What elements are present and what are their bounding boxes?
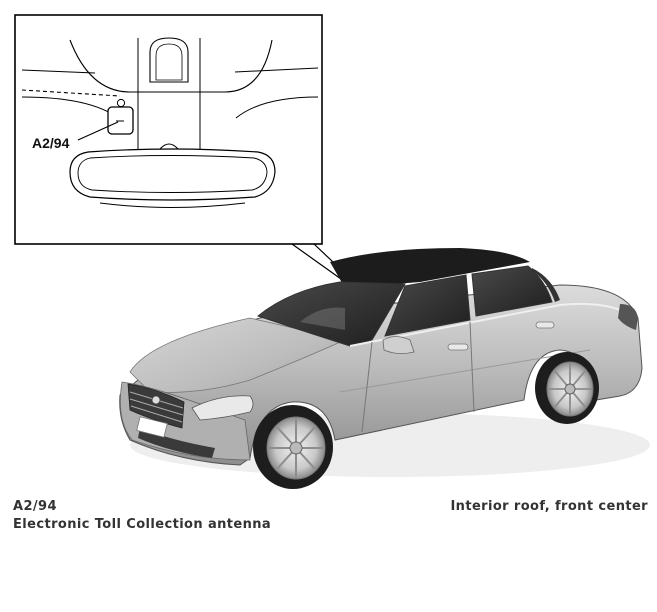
headliner-outline: [69, 39, 273, 93]
roof-edge-line-right: [234, 67, 319, 73]
overhead-control-unit: [149, 37, 189, 83]
detail-inset: A2/94: [14, 14, 323, 245]
door-character-line: [339, 349, 591, 393]
roof-edge-line-left: [21, 69, 96, 74]
car-hood: [129, 317, 347, 393]
tail-light: [618, 304, 638, 330]
brand-emblem: [151, 395, 161, 405]
rear-side-window: [471, 265, 553, 317]
front-side-window: [384, 274, 471, 337]
interior-seat-hint: [300, 307, 345, 330]
a-pillar-seam: [361, 341, 373, 433]
antenna-cable-dashed: [21, 89, 121, 97]
headlight: [191, 395, 254, 421]
rearview-mirror-outer: [69, 148, 276, 201]
mirror-mount: [159, 143, 179, 150]
front-door-seam: [469, 321, 475, 413]
rear-quarter-window: [532, 268, 560, 302]
front-wheel: [253, 405, 333, 489]
mirror-lower-edge: [99, 202, 246, 208]
side-mirror: [382, 336, 415, 354]
overhead-control-unit-inner: [155, 43, 183, 81]
front-door-handle: [447, 343, 469, 351]
rear-wheel: [535, 352, 599, 424]
component-code: A2/94: [13, 499, 57, 514]
car-illustration: [119, 248, 650, 489]
license-plate: [136, 416, 168, 438]
car-roof: [330, 248, 530, 288]
front-grille: [127, 383, 185, 429]
antenna-connector: [116, 98, 126, 108]
rearview-mirror-inner: [77, 155, 268, 193]
component-location: Interior roof, front center: [450, 499, 648, 514]
callout-leader-line: [77, 121, 119, 141]
callout-label: A2/94: [32, 135, 70, 151]
rear-door-handle: [535, 321, 555, 329]
component-name: Electronic Toll Collection antenna: [13, 517, 272, 532]
detail-frame: [14, 14, 323, 245]
